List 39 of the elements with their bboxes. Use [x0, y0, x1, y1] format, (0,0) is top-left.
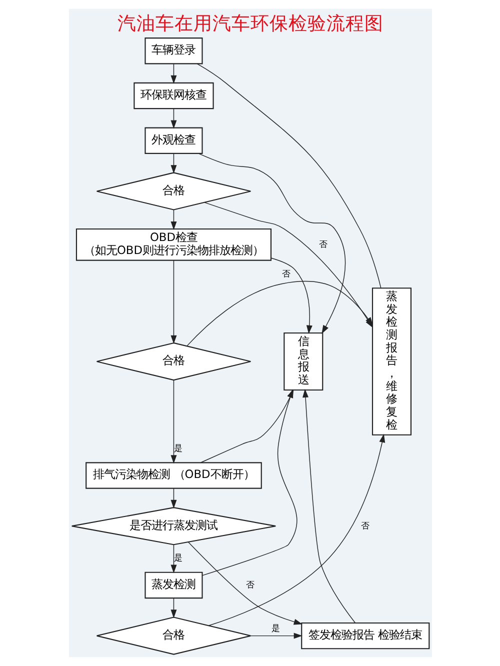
arrow: [170, 108, 176, 129]
arrow: [170, 260, 176, 344]
node-diamond: 合格: [96, 616, 251, 655]
edge-label: 否: [281, 269, 290, 280]
node-box: 排气污染物检测 （OBD不断开）: [85, 462, 262, 489]
node-box: 环保联网核查: [133, 82, 214, 110]
node-box: 蒸发检测: [144, 572, 202, 599]
edge-label: 是: [173, 554, 182, 564]
node-diamond: 合格: [96, 342, 251, 381]
edge-label: 否: [360, 521, 370, 532]
node-box: 车辆登录: [144, 38, 202, 64]
node-diamond: 合格: [96, 172, 251, 210]
arrow: [170, 380, 176, 464]
arrow: [187, 542, 302, 625]
node-box: 蒸发检测报告，维修复检: [371, 288, 412, 436]
edge-label: 是: [271, 624, 280, 634]
arrow: [170, 153, 176, 174]
connector: [196, 63, 381, 288]
arrow: [198, 153, 346, 334]
node-box: OBD检查 （如无OBD则进行污染物排放检测）: [75, 228, 272, 261]
node-box: 外观检查: [144, 127, 202, 154]
arrow: [170, 598, 176, 618]
edge-label: 否: [245, 580, 254, 590]
arrow: [170, 64, 176, 84]
arrow: [208, 434, 385, 626]
arrow: [270, 258, 312, 334]
node-box: 信息报送: [283, 332, 323, 391]
node-box: 签发检验报告 检验结束: [300, 622, 430, 650]
arrow: [302, 388, 355, 624]
edge-label: 否: [318, 240, 328, 250]
arrow: [170, 209, 176, 230]
arrow: [202, 389, 297, 576]
arrow: [170, 488, 176, 508]
node-diamond: 是否进行蒸发测试: [70, 507, 276, 546]
diagram-title: 汽油车在用汽车环保检验流程图: [117, 13, 383, 34]
arrow: [170, 544, 176, 574]
arrow: [200, 389, 294, 463]
edge-label: 是: [173, 444, 182, 454]
arrow: [250, 632, 302, 639]
